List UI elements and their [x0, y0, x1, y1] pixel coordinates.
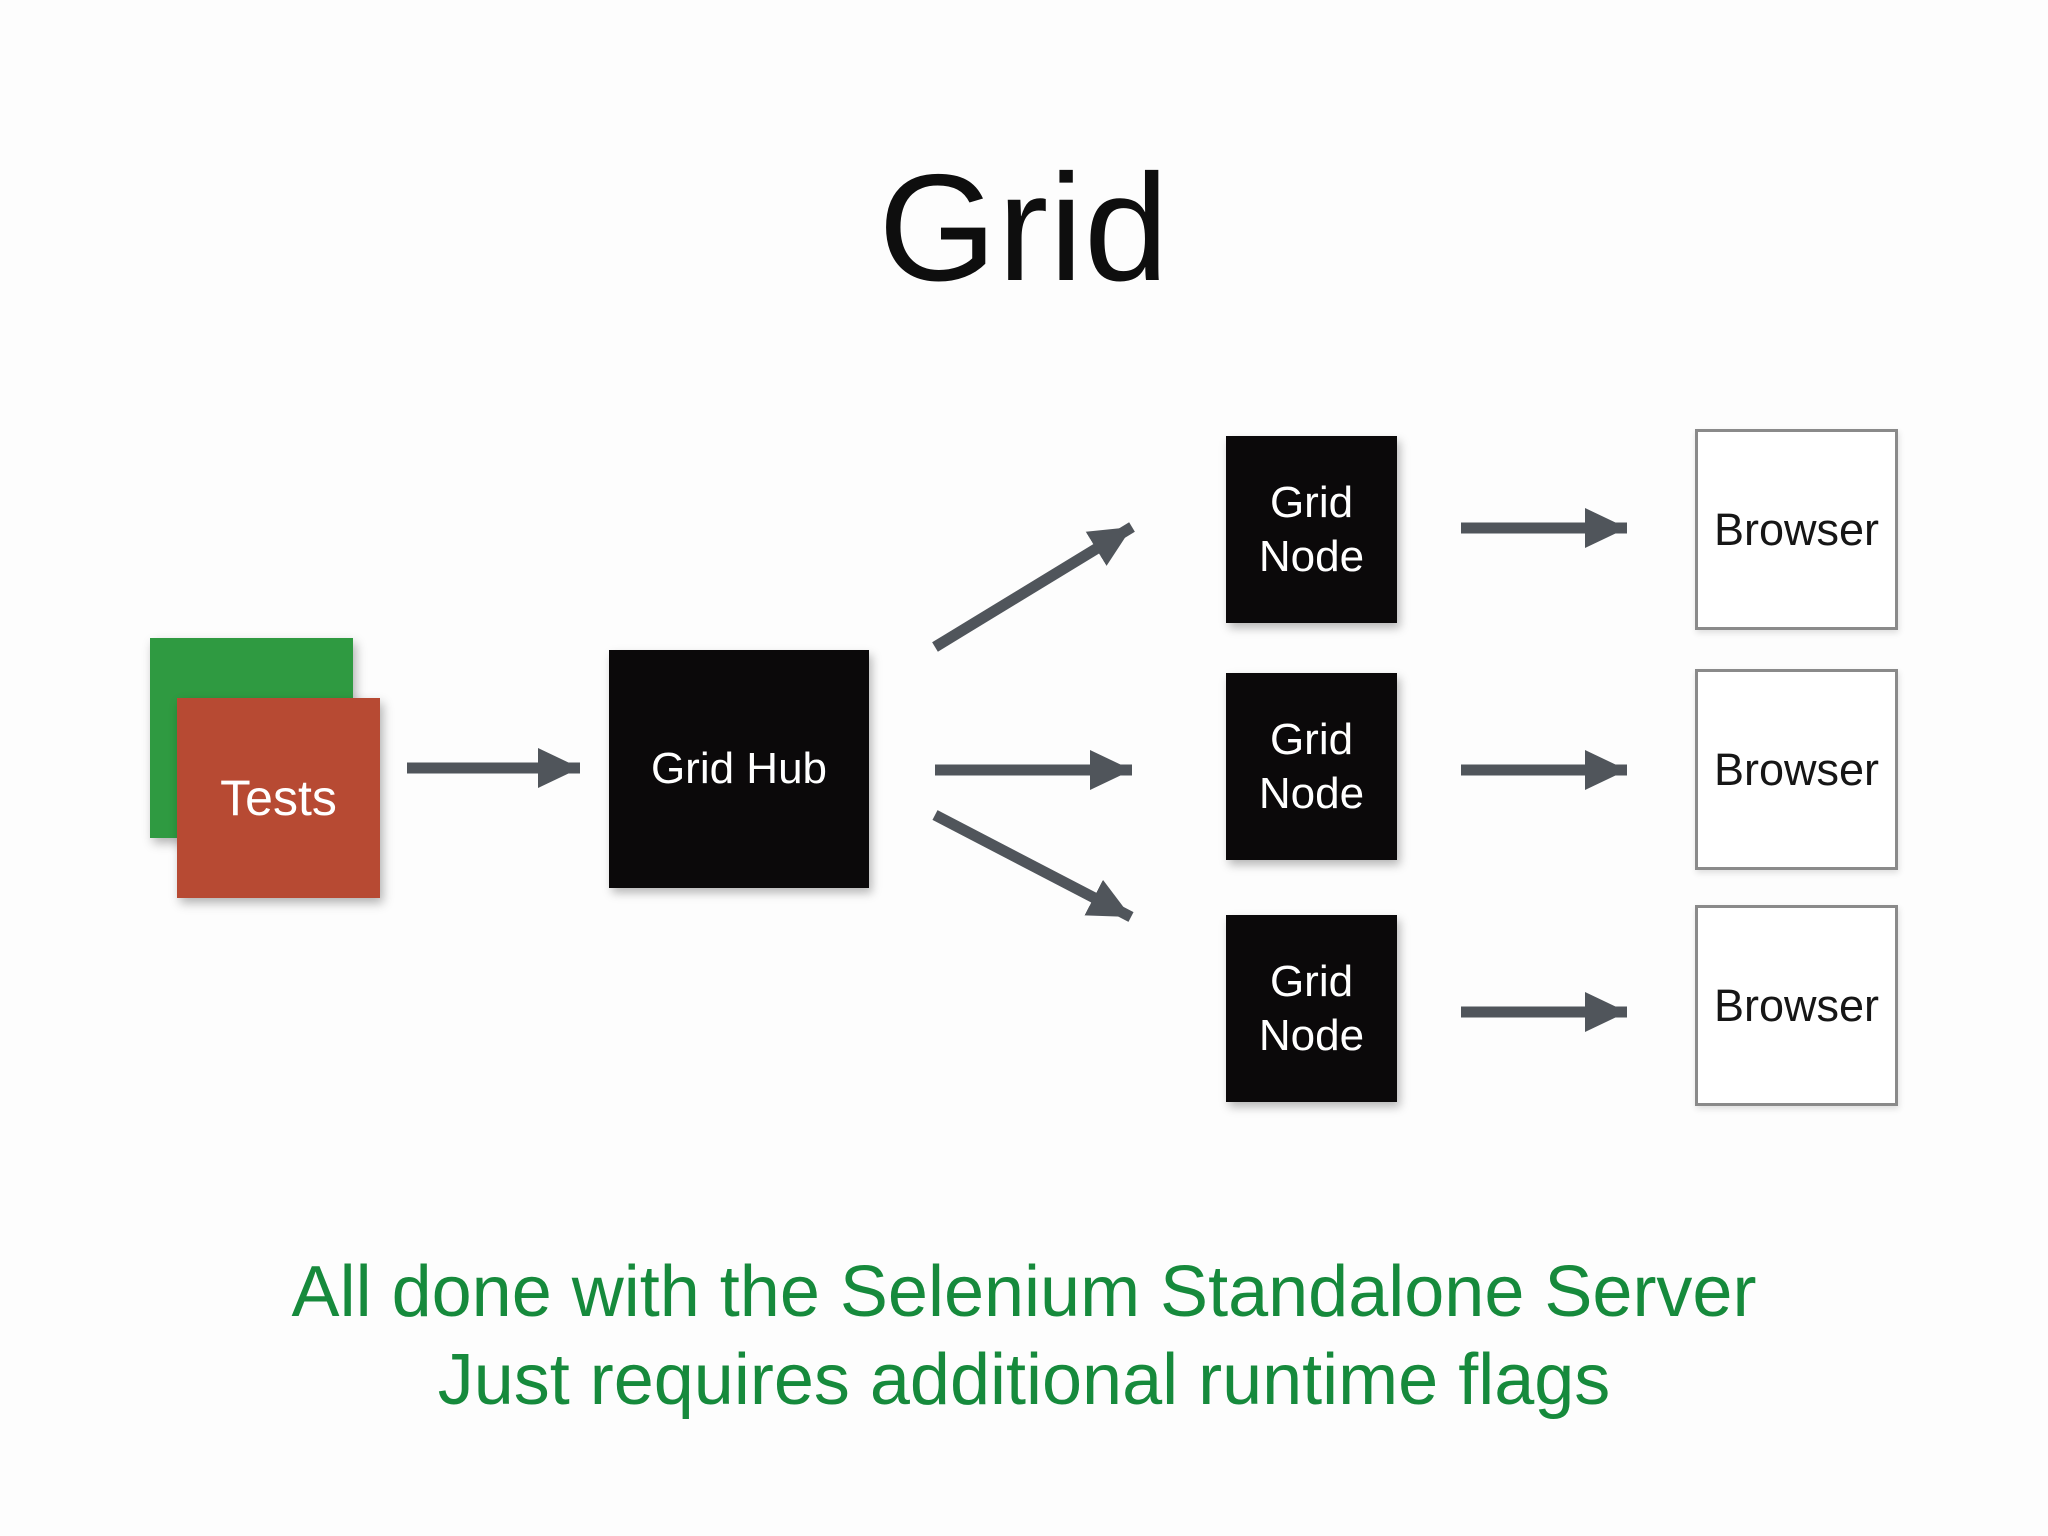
arrow-hub-to-node1-icon [932, 522, 1135, 652]
browser-box-2: Browser [1695, 669, 1898, 870]
grid-hub-box: Grid Hub [609, 650, 869, 888]
tests-red-square: Tests [177, 698, 380, 898]
browser-label: Browser [1713, 743, 1880, 795]
browser-label: Browser [1713, 979, 1880, 1031]
grid-node-label: Grid Node [1258, 477, 1365, 581]
browser-box-1: Browser [1695, 429, 1898, 630]
grid-hub-label: Grid Hub [650, 744, 828, 793]
arrow-hub-to-node3-icon [932, 810, 1134, 922]
browser-box-3: Browser [1695, 905, 1898, 1106]
footer-line-2: Just requires additional runtime flags [437, 1340, 1611, 1420]
grid-node-label: Grid Node [1258, 714, 1365, 818]
footer-line-1: All done with the Selenium Standalone Se… [291, 1252, 1757, 1332]
browser-label: Browser [1713, 503, 1880, 555]
tests-label: Tests [220, 770, 337, 826]
grid-node-label: Grid Node [1258, 956, 1365, 1060]
page-title: Grid [878, 143, 1170, 313]
footer-note: All done with the Selenium Standalone Se… [0, 1248, 2048, 1424]
grid-node-box-1: Grid Node [1226, 436, 1397, 623]
grid-node-box-3: Grid Node [1226, 915, 1397, 1102]
grid-node-box-2: Grid Node [1226, 673, 1397, 860]
